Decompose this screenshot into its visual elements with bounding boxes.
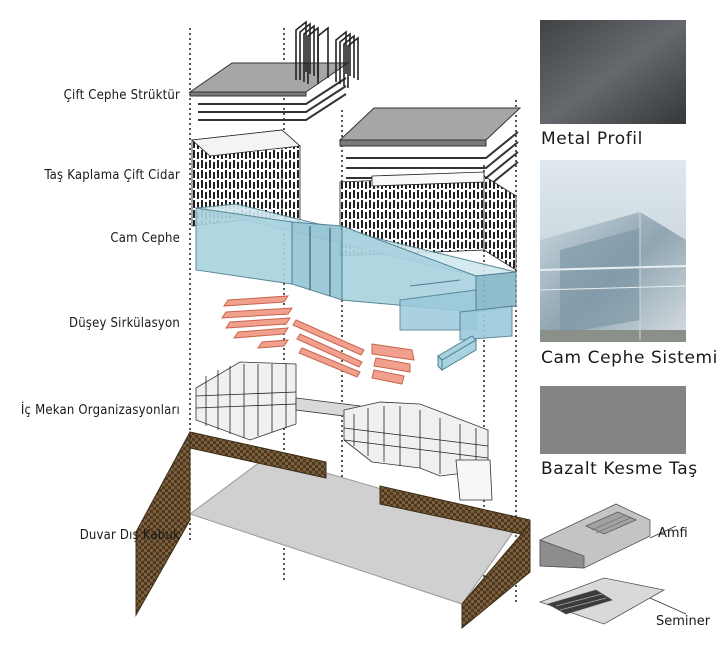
brick-wall-back bbox=[189, 431, 327, 479]
material-label-bazalt: Bazalt Kesme Taş bbox=[541, 459, 698, 479]
amphitheater-detail bbox=[539, 503, 677, 569]
layer-label-cam-cephe: Cam Cephe bbox=[110, 231, 180, 246]
brick-wall-left bbox=[135, 431, 191, 617]
interior-organization bbox=[195, 361, 493, 501]
label-amfi: Amfi bbox=[658, 526, 688, 541]
material-label-cam: Cam Cephe Sistemi bbox=[541, 348, 718, 368]
layer-label-dusey: Düşey Sirkülasyon bbox=[68, 316, 180, 331]
double-facade-structure bbox=[188, 20, 522, 189]
glass-facade-system-photo bbox=[539, 160, 687, 342]
stone-cladding-double-wall bbox=[191, 129, 517, 271]
elevator-shaft bbox=[437, 335, 477, 372]
brick-wall-right bbox=[461, 522, 531, 630]
vertical-circulation bbox=[221, 295, 415, 385]
outer-wall-shell bbox=[135, 431, 531, 630]
layer-label-cift-cephe: Çift Cephe Strüktür bbox=[63, 88, 180, 103]
layer-label-tas-kaplama: Taş Kaplama Çift Cidar bbox=[44, 168, 180, 183]
basalt-cut-stone-swatch bbox=[540, 386, 686, 454]
glass-facade bbox=[195, 203, 517, 341]
label-seminer: Seminer bbox=[656, 614, 711, 629]
layer-label-ic-mekan: İç Mekan Organizasyonları bbox=[20, 403, 180, 418]
metal-profile-swatch bbox=[540, 20, 686, 124]
seminar-detail bbox=[538, 577, 687, 625]
layer-label-duvar: Duvar Dış Kabuk bbox=[79, 528, 180, 543]
material-label-metal: Metal Profil bbox=[541, 129, 643, 149]
